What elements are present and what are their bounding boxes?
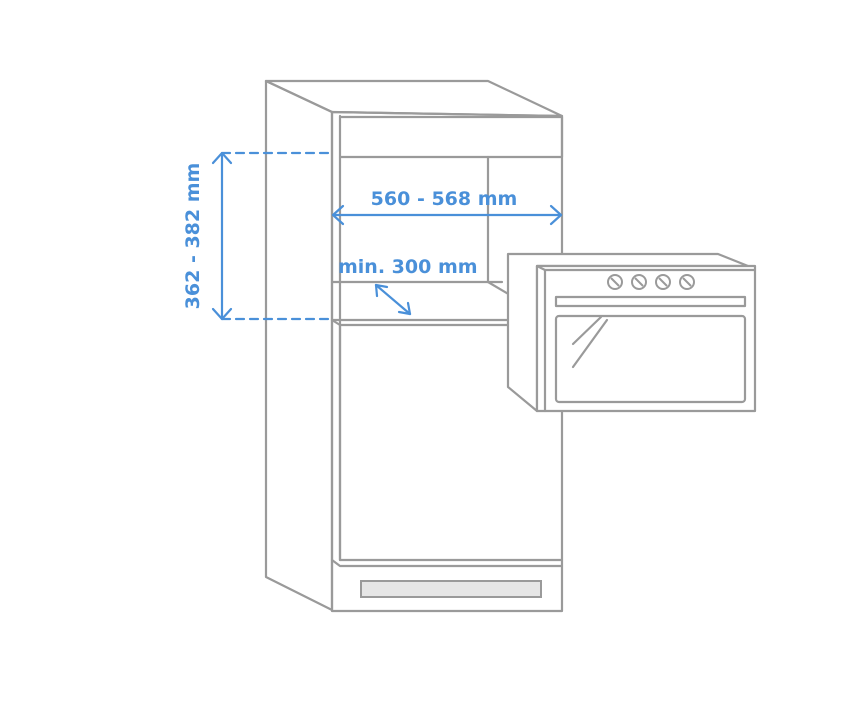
knob-indicator [634, 277, 644, 287]
depth-arrowhead-bottom [397, 301, 412, 316]
glass-reflection-2 [571, 318, 609, 369]
knob-indicator [610, 277, 620, 287]
height-arrowhead-bottom [211, 307, 233, 321]
glass-reflection-1 [571, 315, 603, 346]
cabinet-side-panel [264, 79, 334, 612]
width-label: 560 - 568 mm [371, 188, 518, 210]
width-arrowhead-left [331, 204, 345, 226]
oven-knobs [607, 274, 695, 290]
knob-indicator [682, 277, 692, 287]
plinth-vent [360, 580, 542, 598]
depth-arrowhead-top [374, 283, 389, 298]
height-label: 362 - 382 mm [182, 163, 204, 310]
upper-shelf [338, 115, 564, 159]
depth-label: min. 300 mm [338, 256, 478, 278]
height-arrowhead-top [211, 151, 233, 165]
oven-control-strip [554, 295, 747, 308]
oven [506, 252, 757, 413]
width-arrowhead-right [549, 204, 563, 226]
lower-door [338, 323, 564, 562]
cabinet [264, 79, 564, 613]
depth-arrow [374, 283, 412, 316]
knob-indicator [658, 277, 668, 287]
plinth [330, 558, 564, 568]
cabinet-front-frame [330, 110, 564, 613]
oven-door-window [554, 314, 747, 404]
niche-floor-diagonal [486, 280, 512, 297]
dimensions [211, 151, 563, 321]
cabinet-top-panel [264, 79, 564, 118]
